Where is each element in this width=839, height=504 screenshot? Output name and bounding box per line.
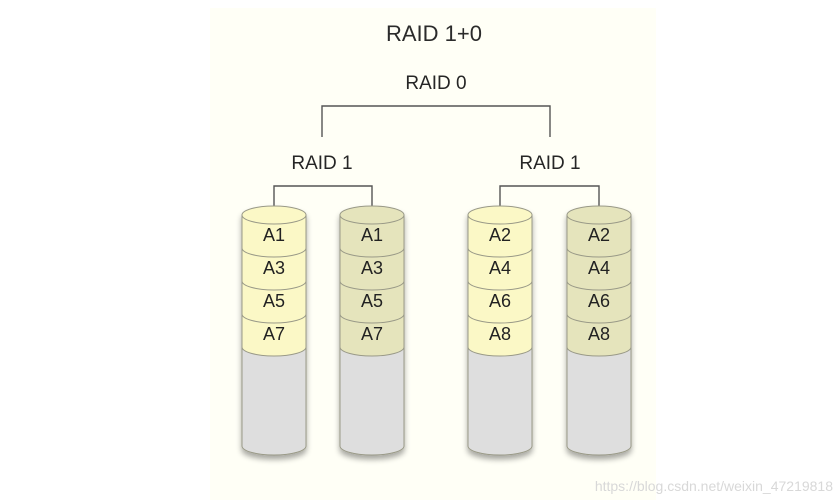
block-label: A3 [263, 258, 285, 278]
diagram-title: RAID 1+0 [386, 21, 482, 46]
raid-0-label: RAID 0 [405, 73, 466, 94]
disk-block [467, 214, 533, 258]
disk-block [339, 247, 405, 291]
disk-block [566, 280, 632, 324]
block-label: A7 [361, 324, 383, 344]
block-label: A7 [263, 324, 285, 344]
disk-top-cap [241, 205, 307, 225]
raid-1-connector-left [273, 185, 373, 210]
raid-0-connector [321, 105, 551, 137]
block-label: A5 [361, 291, 383, 311]
disk-block [566, 214, 632, 258]
disk-block [241, 214, 307, 258]
disk-block [241, 313, 307, 357]
disk-block [339, 280, 405, 324]
disk-empty-body [566, 346, 632, 456]
watermark-text: https://blog.csdn.net/weixin_47219818 [595, 478, 833, 494]
disk-top-cap [566, 205, 632, 225]
block-label: A6 [588, 291, 610, 311]
block-label: A1 [361, 225, 383, 245]
block-label: A4 [489, 258, 511, 278]
disk-empty-body [339, 346, 405, 456]
raid-1-connector-right [499, 185, 600, 210]
disk-block [467, 280, 533, 324]
disk-empty-body [241, 346, 307, 456]
block-label: A4 [588, 258, 610, 278]
disk-top-cap [339, 205, 405, 225]
disk-block [566, 313, 632, 357]
disk-block [241, 247, 307, 291]
block-label: A5 [263, 291, 285, 311]
disk-block [339, 214, 405, 258]
raid-1-label-right: RAID 1 [519, 153, 580, 174]
raid-1-label-left: RAID 1 [291, 153, 352, 174]
block-label: A1 [263, 225, 285, 245]
block-label: A8 [489, 324, 511, 344]
disk-block [467, 247, 533, 291]
block-label: A3 [361, 258, 383, 278]
disk-block [467, 313, 533, 357]
disk-block [339, 313, 405, 357]
block-label: A8 [588, 324, 610, 344]
disk-empty-body [467, 346, 533, 456]
disk-top-cap [467, 205, 533, 225]
disk-block [241, 280, 307, 324]
disk-block [566, 247, 632, 291]
block-label: A2 [489, 225, 511, 245]
block-label: A6 [489, 291, 511, 311]
block-label: A2 [588, 225, 610, 245]
